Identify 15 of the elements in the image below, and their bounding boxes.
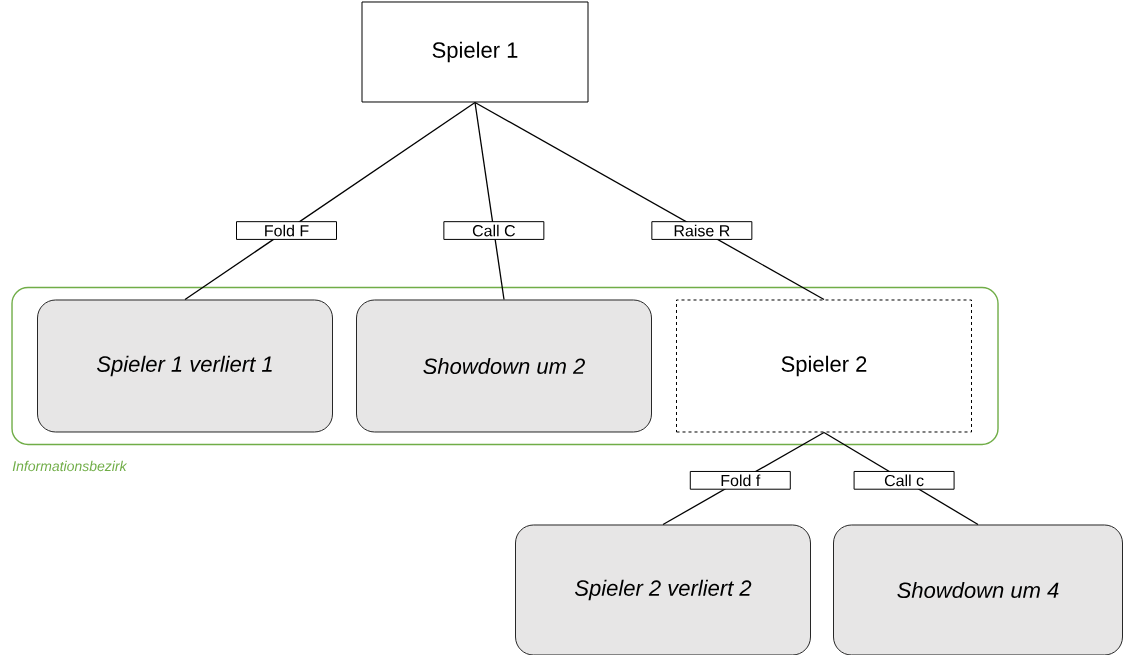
connector-line — [184, 101, 476, 301]
outcome-box: Showdown um 2 — [356, 299, 652, 433]
connector-line — [474, 101, 505, 301]
outcome-box: Spieler 2 verliert 2 — [515, 524, 811, 655]
edge-label: Fold f — [689, 470, 791, 490]
group-label: Informationsbezirk — [12, 460, 128, 472]
outcome-box: Showdown um 4 — [833, 524, 1123, 655]
player-box: Spieler 2 — [676, 299, 972, 433]
connector-line — [474, 101, 825, 301]
outcome-box: Spieler 1 verliert 1 — [37, 299, 333, 433]
edge-label: Raise R — [651, 221, 753, 240]
edge-label: Call c — [853, 470, 955, 490]
edge-label: Fold F — [236, 221, 337, 240]
player-box: Spieler 1 — [361, 1, 589, 103]
edge-label: Call C — [443, 221, 545, 240]
